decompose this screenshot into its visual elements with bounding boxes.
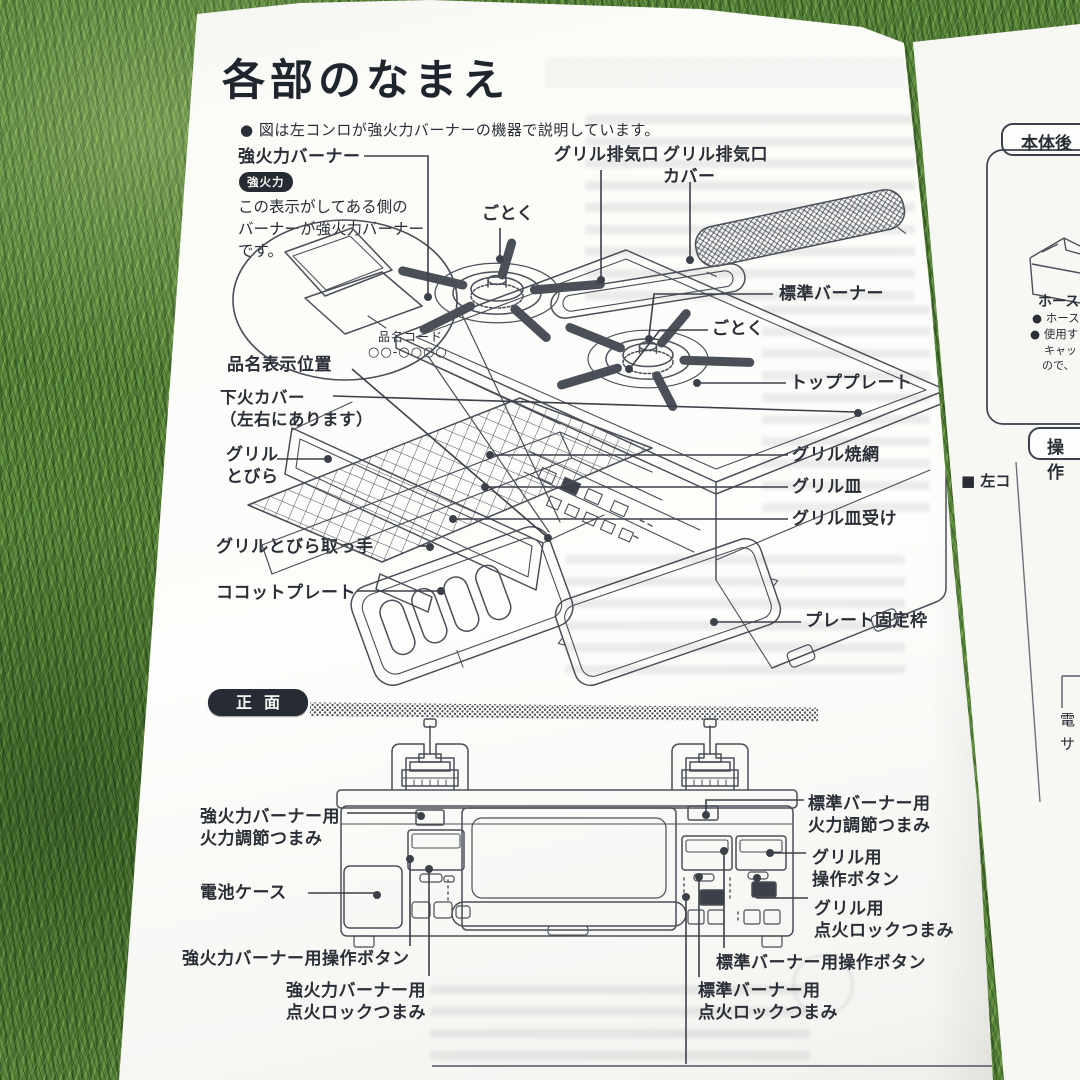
high-power-burner <box>403 243 601 337</box>
front-section-badge: 正面 <box>208 689 308 716</box>
label-high-lock: 強火力バーナー用 点火ロックつまみ <box>286 981 426 1024</box>
label-grill-door-handle: グリルとびら取っ手 <box>216 537 374 557</box>
label-lower-flame-cover: 下火カバー （左右にあります） <box>220 388 373 429</box>
dotted-rule <box>309 702 819 722</box>
next-page-hose-bullet1: ● ホース <box>1032 311 1080 325</box>
next-page-hose-bullet2: ● 使用す <box>1030 327 1079 341</box>
front-left-burner <box>392 719 468 790</box>
box-back-of-unit-border <box>987 150 1080 424</box>
label-trivet-left: ごとく <box>482 204 534 224</box>
label-top-plate: トッププレート <box>790 373 913 393</box>
next-page-box1-title: 本体後 <box>1021 134 1072 154</box>
label-battery-case: 電池ケース <box>200 883 287 903</box>
label-standard-burner: 標準バーナー <box>779 284 884 304</box>
front-view-body <box>337 790 797 947</box>
front-right-burner <box>672 719 748 790</box>
label-grill-button: グリル用 操作ボタン <box>812 848 900 891</box>
battery-case <box>344 866 402 928</box>
show-through-stamp <box>792 954 854 1016</box>
label-grill-net: グリル焼網 <box>792 445 880 465</box>
next-page-text-fragment: 電 サ <box>1060 711 1076 753</box>
show-through-text <box>430 985 810 1060</box>
label-cocotte-plate: ココットプレート <box>216 583 356 603</box>
page-title: 各部のなまえ <box>222 56 510 106</box>
front-right-panel <box>682 806 786 924</box>
label-trivet-right: ごとく <box>712 319 764 339</box>
iso-control-panel <box>524 452 700 552</box>
label-grill-pan: グリル皿 <box>792 477 862 497</box>
label-standard-button: 標準バーナー用操作ボタン <box>716 953 926 973</box>
label-product-code-value: ○○-○○○○ <box>368 345 448 360</box>
show-through-banner <box>545 58 905 88</box>
next-page-section-fragment: ■ 左コ <box>961 472 1011 490</box>
label-standard-knob: 標準バーナー用 火力調節つまみ <box>808 794 931 837</box>
label-high-knob: 強火力バーナー用 火力調節つまみ <box>200 807 340 850</box>
high-power-knob <box>416 810 444 825</box>
label-standard-lock: 標準バーナー用 点火ロックつまみ <box>698 981 838 1024</box>
high-power-badge: 強火力 <box>239 172 293 192</box>
label-high-power-desc: この表示がしてある側の バーナーが強火力バーナー です。 <box>238 198 425 260</box>
standard-knob <box>688 806 718 820</box>
label-grill-exhaust-cover: グリル排気口 カバー <box>663 145 768 188</box>
next-page-box2-title: 操作 <box>1047 438 1064 483</box>
label-plate-fixing-frame: プレート固定枠 <box>805 611 928 631</box>
next-page-hose-bullet3: キャッ <box>1044 344 1077 357</box>
intro-note: ● 図は左コンロが強火力バーナーの機器で説明しています。 <box>240 121 660 139</box>
label-name-plate-position: 品名表示位置 <box>227 355 332 375</box>
grill-door <box>285 402 604 612</box>
next-page-hose-bullet4: ので、 <box>1042 359 1075 372</box>
cocotte-plate <box>346 521 581 696</box>
label-high-power-burner: 強火力バーナー <box>238 147 361 167</box>
front-left-panel <box>344 810 470 928</box>
label-grill-lock: グリル用 点火ロックつまみ <box>814 899 954 942</box>
next-page-hose-heading: ホース <box>1038 294 1080 310</box>
label-product-code-caption: 品名コード <box>378 330 444 344</box>
label-high-button: 強火力バーナー用操作ボタン <box>182 949 410 969</box>
label-grill-door: グリル とびら <box>226 445 279 488</box>
label-grill-exhaust: グリル排気口 <box>554 145 659 165</box>
label-grill-pan-holder: グリル皿受け <box>792 509 897 529</box>
front-grill-door <box>452 808 686 935</box>
